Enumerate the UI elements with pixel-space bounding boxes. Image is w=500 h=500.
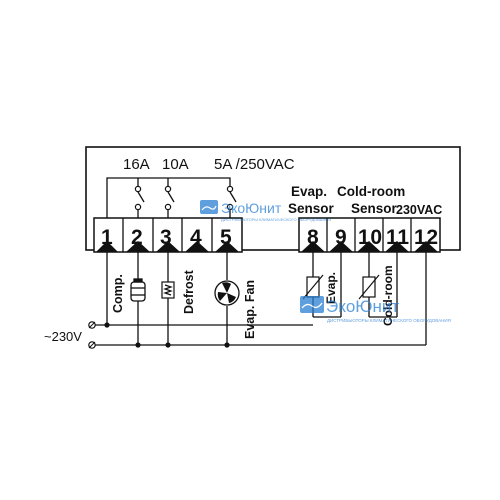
rating-10a: 10A [162,156,189,173]
watermark-bottom-tagline: ДИСТРИБЬЮТОРЫ КЛИМАТИЧЕСКОГО ОБОРУДОВАНИ… [327,318,451,323]
terminal-dividers [122,218,412,252]
header-sensor-evap: Sensor [288,201,335,216]
watermark-bottom-brand: ЭкоЮнит [326,297,399,316]
cold-room-probe-icon [358,274,380,300]
header-230vac: 230VAC [396,203,442,217]
header-sensor-cold-room: Sensor [351,201,398,216]
terminal-10: 10 [358,226,382,249]
defrost-heater-icon [161,281,175,299]
load-evap-fan-label: Evap. Fan [243,280,257,339]
mains-input [88,321,96,349]
terminal-11: 11 [386,226,409,249]
watermark-top-brand: ЭкоЮнит [221,200,282,216]
load-comp-label: Comp. [111,274,125,313]
relay-wiring [106,177,237,218]
evap-fan-icon [214,280,240,306]
terminal-1: 1 [101,226,113,249]
sensor-evap-label: Evap. [324,272,338,304]
junction-dots [104,322,230,348]
terminal-3: 3 [160,226,172,249]
watermark-top-tagline: ДИСТРИБЬЮТОРЫ КЛИМАТИЧЕСКОГО ОБОРУДОВАНИ… [221,217,331,222]
terminal-12: 12 [414,226,438,249]
relay-contact-points [134,185,234,211]
header-cold-room: Cold-room [337,184,405,199]
watermark-top: ЭкоЮнит ДИСТРИБЬЮТОРЫ КЛИМАТИЧЕСКОГО ОБО… [200,200,331,222]
rating-5a-250vac: 5A /250VAC [214,156,295,173]
watermark-bottom: ЭкоЮнит ДИСТРИБЬЮТОРЫ КЛИМАТИЧЕСКОГО ОБО… [300,296,451,323]
terminal-8: 8 [307,226,319,249]
load-defrost-label: Defrost [182,269,196,314]
evap-probe-icon [302,274,324,300]
sensor-cold-room-label: Cold-room [381,265,395,326]
terminal-2: 2 [131,226,143,249]
header-evap: Evap. [291,184,327,199]
controller-box [85,146,461,251]
terminal-arrows [96,241,438,252]
terminal-9: 9 [335,226,347,249]
mains-label: ~230V [44,329,82,344]
compressor-icon [130,278,146,302]
rating-16a: 16A [123,156,150,173]
